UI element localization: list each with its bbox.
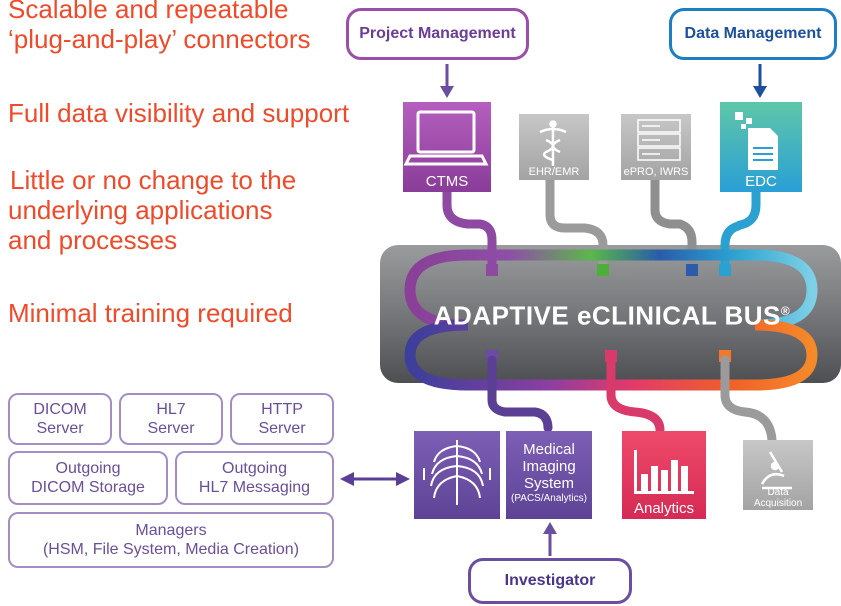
connector-imaging	[487, 355, 553, 433]
investigator-pill[interactable]: Investigator	[468, 558, 632, 604]
arrow-data-mgmt-head	[753, 86, 767, 98]
project-management-label: Project Management	[359, 25, 516, 42]
investigator-label: Investigator	[504, 572, 596, 589]
node-ehr	[597, 264, 609, 276]
outgoing-dicom-storage-box: Outgoing DICOM Storage	[8, 451, 168, 505]
http-server-box: HTTP Server	[230, 393, 334, 445]
edc-label: EDC	[745, 173, 777, 190]
connector-edc	[720, 185, 761, 275]
double-arrow-head-right	[396, 472, 410, 486]
epro-label: ePRO, IWRS	[623, 166, 689, 178]
ribcage-icon	[423, 440, 491, 505]
bullet-plug-and-play: Scalable and repeatable ‘plug-and-play’ …	[8, 0, 311, 54]
ctms-label: CTMS	[425, 173, 469, 190]
double-arrow-head-left	[340, 472, 354, 486]
data-management-pill[interactable]: Data Management	[669, 8, 837, 60]
managers-box: Managers (HSM, File System, Media Creati…	[8, 512, 334, 568]
bar-chart-icon	[634, 450, 694, 494]
bus-title: ADAPTIVE eCLINICAL BUS®	[433, 300, 791, 331]
connector-ctms	[442, 185, 497, 275]
connector-ehr	[545, 175, 608, 275]
microscope-icon	[760, 451, 792, 490]
bullet-little-change: Little or no change to the underlying ap…	[8, 165, 297, 255]
laptop-icon	[403, 110, 489, 166]
project-management-pill[interactable]: Project Management	[346, 8, 529, 60]
ehr-label: EHR/EMR	[528, 166, 580, 178]
node-edc	[719, 264, 731, 276]
node-epro	[686, 264, 698, 276]
analytics-label: Analytics	[633, 500, 695, 517]
registered-mark: ®	[780, 304, 791, 318]
bus-background	[380, 245, 841, 383]
connector-acquisition	[720, 355, 777, 445]
connector-analytics	[606, 355, 665, 435]
bullet-minimal-training: Minimal training required	[8, 298, 293, 328]
caduceus-icon	[539, 120, 567, 166]
hl7-server-box: HL7 Server	[119, 393, 223, 445]
bullet-data-visibility: Full data visibility and support	[8, 98, 350, 128]
medical-imaging-tile	[506, 431, 592, 519]
node-ctms	[486, 264, 498, 276]
data-management-label: Data Management	[684, 25, 822, 42]
dicom-server-box: DICOM Server	[8, 393, 112, 445]
data-acquisition-label: Data Acquisition	[753, 487, 803, 509]
arrow-project-mgmt-head	[440, 86, 454, 98]
arrow-investigator-head	[543, 522, 557, 534]
server-rack-icon	[637, 119, 681, 161]
document-icon	[735, 112, 778, 170]
bus-ring-top	[404, 249, 818, 331]
connector-epro	[650, 175, 697, 275]
medical-imaging-label: Medical Imaging System (PACS/Analytics)	[511, 441, 587, 504]
outgoing-hl7-messaging-box: Outgoing HL7 Messaging	[175, 451, 334, 505]
